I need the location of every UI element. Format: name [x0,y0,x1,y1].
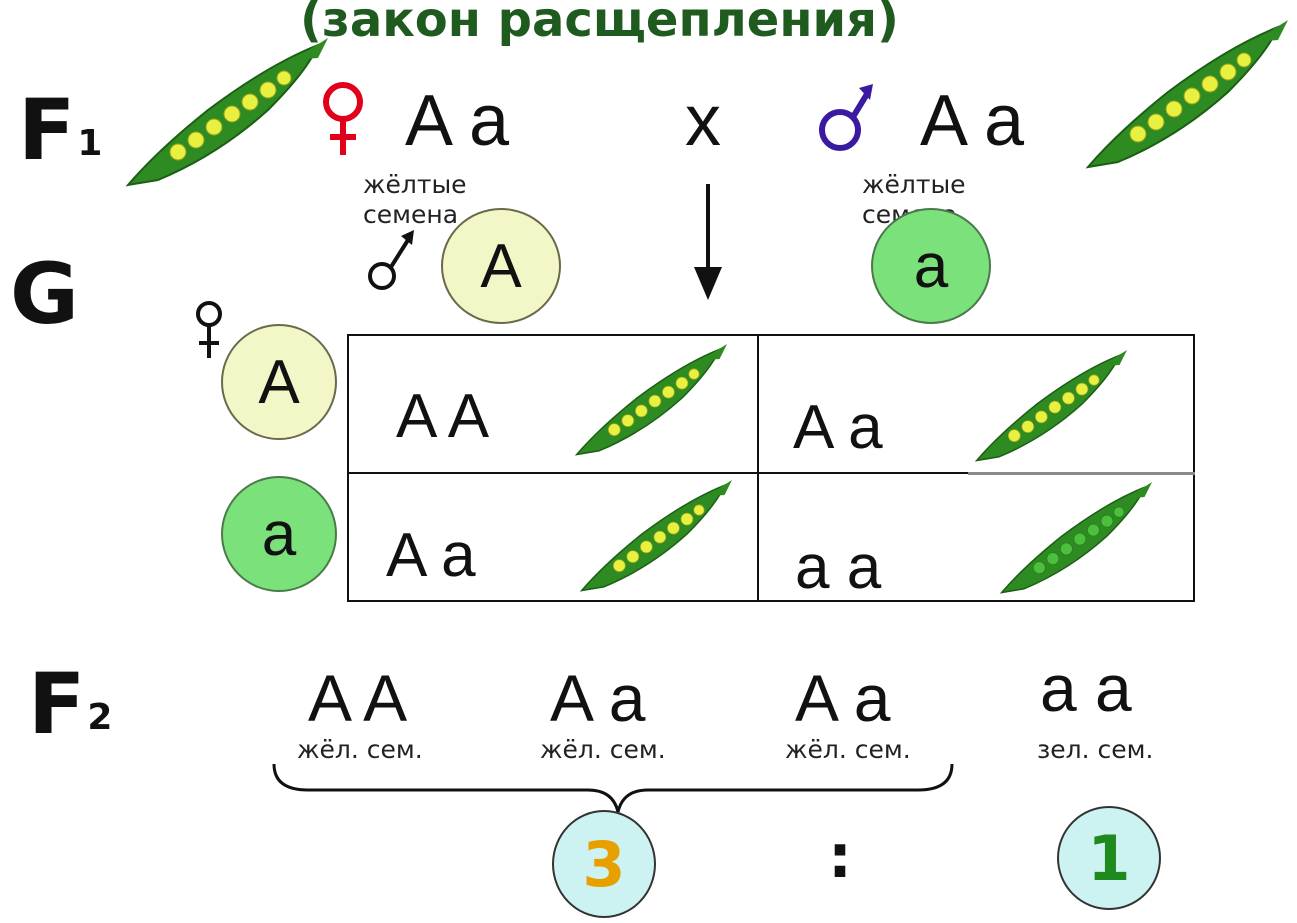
punnett-cell: A A [396,382,490,451]
male-symbol-icon [819,84,873,151]
arrow-down-icon [694,184,722,300]
f2-genotype: A a [550,661,646,735]
pea-pod-icon [999,482,1153,594]
pea-pod-icon [1085,20,1288,169]
page-title: (закон расщепления) [300,0,899,48]
f2-phenotype: жёл. сем. [785,735,911,764]
female-phenotype: жёлтые семена [363,170,467,229]
ratio-separator: : [828,822,852,892]
male-gamete-dominant: A [441,208,561,324]
grid-divider [757,334,759,602]
male-gamete-recessive: a [871,208,991,324]
punnett-cell: A a [793,393,883,462]
female-gamete-recessive: a [221,476,337,592]
f2-genotype: A a [795,661,891,735]
ratio-recessive: 1 [1057,806,1161,910]
female-symbol-icon [196,301,222,358]
female-genotype: A a [405,81,510,161]
cross-symbol: x [685,81,721,161]
pea-pod-icon [125,38,328,187]
punnett-square [347,334,1195,602]
pea-pod-icon [574,344,728,456]
female-symbol-icon [323,82,363,155]
f2-phenotype: жёл. сем. [540,735,666,764]
punnett-cell: a a [795,533,882,602]
male-genotype: A a [920,81,1025,161]
female-gamete-dominant: A [221,324,337,440]
f2-phenotype: зел. сем. [1037,735,1154,764]
f2-genotype: A A [308,661,408,735]
g-label: G [10,245,79,343]
grid-divider [968,472,1195,475]
f2-label: F2 [28,655,113,753]
f2-phenotype: жёл. сем. [297,735,423,764]
f1-label: F1 [18,81,103,179]
ratio-dominant: 3 [552,810,656,918]
f2-genotype: a a [1040,651,1132,725]
pea-pod-icon [974,350,1128,462]
grid-divider [347,472,1195,474]
punnett-cell: A a [386,521,476,590]
pea-pod-icon [579,480,733,592]
male-symbol-icon [368,230,414,290]
